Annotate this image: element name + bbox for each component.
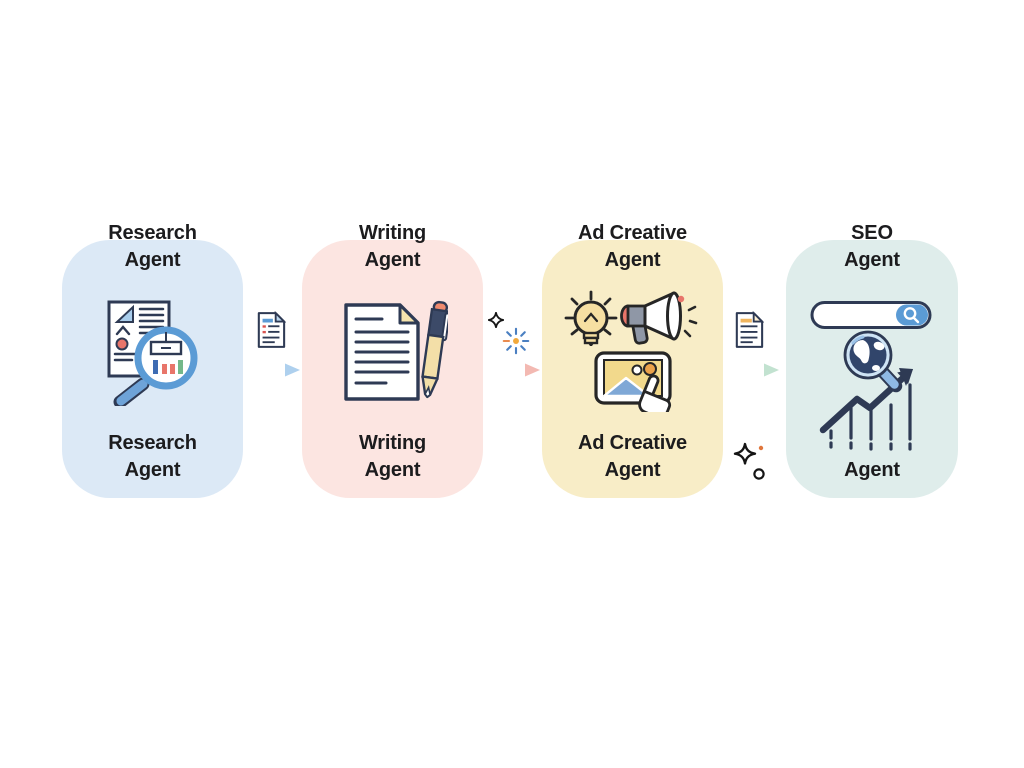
writing-card-label: Writing Agent [282, 430, 503, 484]
burst-icon [502, 327, 530, 355]
sparkle-icon [488, 312, 504, 328]
card-writing-agent: Writing Agent [302, 222, 483, 498]
image-click-icon [593, 351, 672, 412]
research-card-label: Research Agent [42, 430, 263, 484]
lightbulb-icon [564, 290, 617, 346]
card-research-agent: Research Agent [62, 222, 243, 498]
writing-card-title: Writing Agent [282, 220, 503, 274]
label-line: Writing [358, 432, 427, 454]
title-line: Agent [844, 249, 900, 271]
label-line: Agent [124, 459, 181, 481]
label-line: Agent [364, 459, 421, 481]
arrow-adcreative-to-seo [722, 362, 780, 378]
document-magnifier-chart-icon [103, 298, 203, 406]
seo-card-title: SEO Agent [766, 220, 978, 274]
title-line: Writing [358, 222, 427, 244]
content-document-icon [734, 310, 764, 350]
research-card-title: Research Agent [42, 220, 263, 274]
label-line: Agent [604, 459, 661, 481]
ad-creative-card-label: Ad Creative Agent [522, 430, 743, 484]
megaphone-icon [619, 291, 697, 345]
document-pen-icon [338, 299, 448, 404]
searchbar-globe-growth-chart-icons [807, 300, 937, 455]
label-line: Ad Creative [578, 432, 687, 454]
title-line: Ad Creative [578, 222, 687, 244]
arrow-research-to-writing [243, 362, 301, 378]
arrow-writing-to-adcreative [483, 362, 541, 378]
search-bar-icon [810, 301, 932, 329]
lightbulb-megaphone-image-click-icons [558, 290, 708, 412]
title-line: Research [108, 222, 197, 244]
report-document-icon [256, 310, 286, 350]
ad-creative-card-title: Ad Creative Agent [522, 220, 743, 274]
label-line: Research [108, 432, 197, 454]
globe-magnifier-icon [843, 330, 903, 393]
title-line: Agent [364, 249, 421, 271]
growth-chart-icon [819, 368, 913, 451]
title-line: SEO [851, 222, 893, 244]
sparkle-circle-icon [733, 441, 767, 481]
title-line: Agent [604, 249, 661, 271]
title-line: Agent [124, 249, 181, 271]
label-line: Agent [844, 459, 900, 481]
card-seo-agent: SEO Agent [786, 222, 958, 498]
seo-card-label: Agent [766, 457, 978, 484]
card-ad-creative-agent: Ad Creative Agent [542, 222, 723, 498]
